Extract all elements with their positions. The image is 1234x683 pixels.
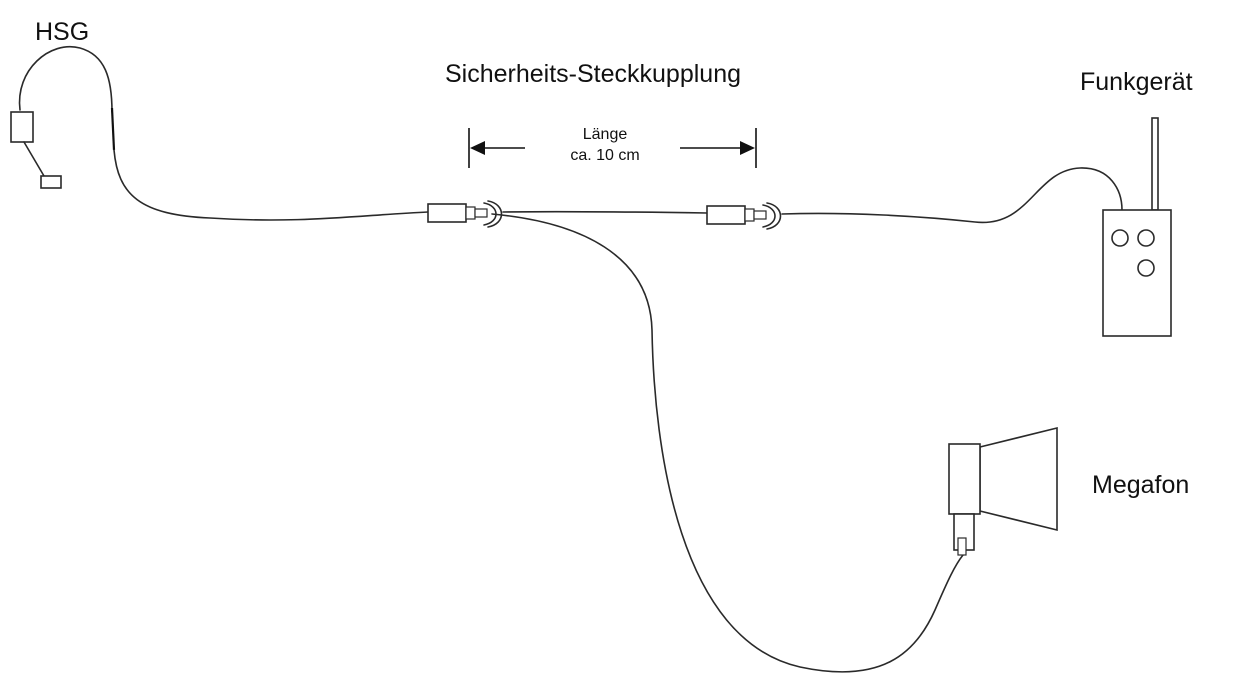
megaphone-cable (491, 213, 964, 673)
length-title: Länge (583, 126, 628, 143)
arrow-left-icon (470, 141, 485, 155)
radio-icon (1102, 117, 1172, 337)
length-value: ca. 10 cm (570, 147, 639, 164)
coupling-link-cable (502, 210, 708, 214)
coupling-label: Sicherheits-Steckkupplung (445, 60, 741, 88)
radio-label: Funkgerät (1080, 68, 1193, 96)
headset-label: HSG (35, 18, 89, 46)
headset-icon (10, 45, 116, 189)
megaphone-icon (948, 426, 1058, 556)
arrow-right-icon (740, 141, 755, 155)
headset-cable (113, 149, 429, 221)
radio-cable (781, 167, 1123, 224)
megaphone-label: Megafon (1092, 471, 1189, 499)
coupling-2-icon (706, 202, 782, 230)
coupling-1-icon (427, 200, 503, 228)
length-dimension (468, 128, 757, 168)
